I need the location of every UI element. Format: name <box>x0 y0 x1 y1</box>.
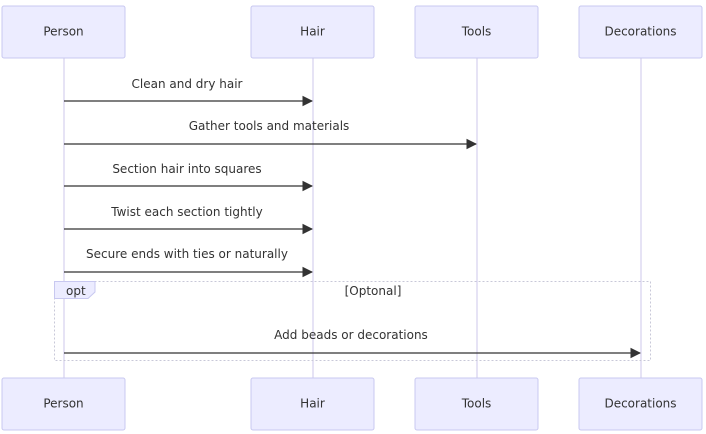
message-5: Secure ends with ties or naturally <box>64 247 314 278</box>
actor-tools-bottom: Tools <box>414 377 539 431</box>
message-label: Gather tools and materials <box>189 119 350 133</box>
message-label: Secure ends with ties or naturally <box>86 247 288 261</box>
actor-label: Tools <box>461 25 492 39</box>
actor-label: Person <box>43 397 83 411</box>
message-4: Twist each section tightly <box>64 205 314 235</box>
actor-label: Tools <box>461 397 492 411</box>
message-label: Twist each section tightly <box>110 205 262 219</box>
opt-frame: opt [Optonal] <box>54 281 651 361</box>
actor-decorations-top: Decorations <box>578 5 703 59</box>
message-3: Section hair into squares <box>64 162 314 192</box>
actor-decorations-bottom: Decorations <box>578 377 703 431</box>
message-6: Add beads or decorations <box>64 328 642 359</box>
actor-hair-bottom: Hair <box>250 377 375 431</box>
actor-label: Person <box>43 25 83 39</box>
opt-keyword: opt <box>66 284 86 298</box>
message-label: Add beads or decorations <box>274 328 428 342</box>
actor-person-top: Person <box>1 5 126 59</box>
opt-frame-border <box>54 281 651 361</box>
actor-label: Decorations <box>604 25 676 39</box>
actor-label: Hair <box>300 25 325 39</box>
message-2: Gather tools and materials <box>64 119 478 150</box>
opt-condition: [Optonal] <box>345 284 402 298</box>
actor-person-bottom: Person <box>1 377 126 431</box>
actor-label: Decorations <box>604 397 676 411</box>
actor-hair-top: Hair <box>250 5 375 59</box>
actor-label: Hair <box>300 397 325 411</box>
message-label: Section hair into squares <box>112 162 261 176</box>
message-label: Clean and dry hair <box>132 77 243 91</box>
actor-tools-top: Tools <box>414 5 539 59</box>
opt-frame-tag <box>54 281 96 299</box>
message-1: Clean and dry hair <box>64 77 314 107</box>
